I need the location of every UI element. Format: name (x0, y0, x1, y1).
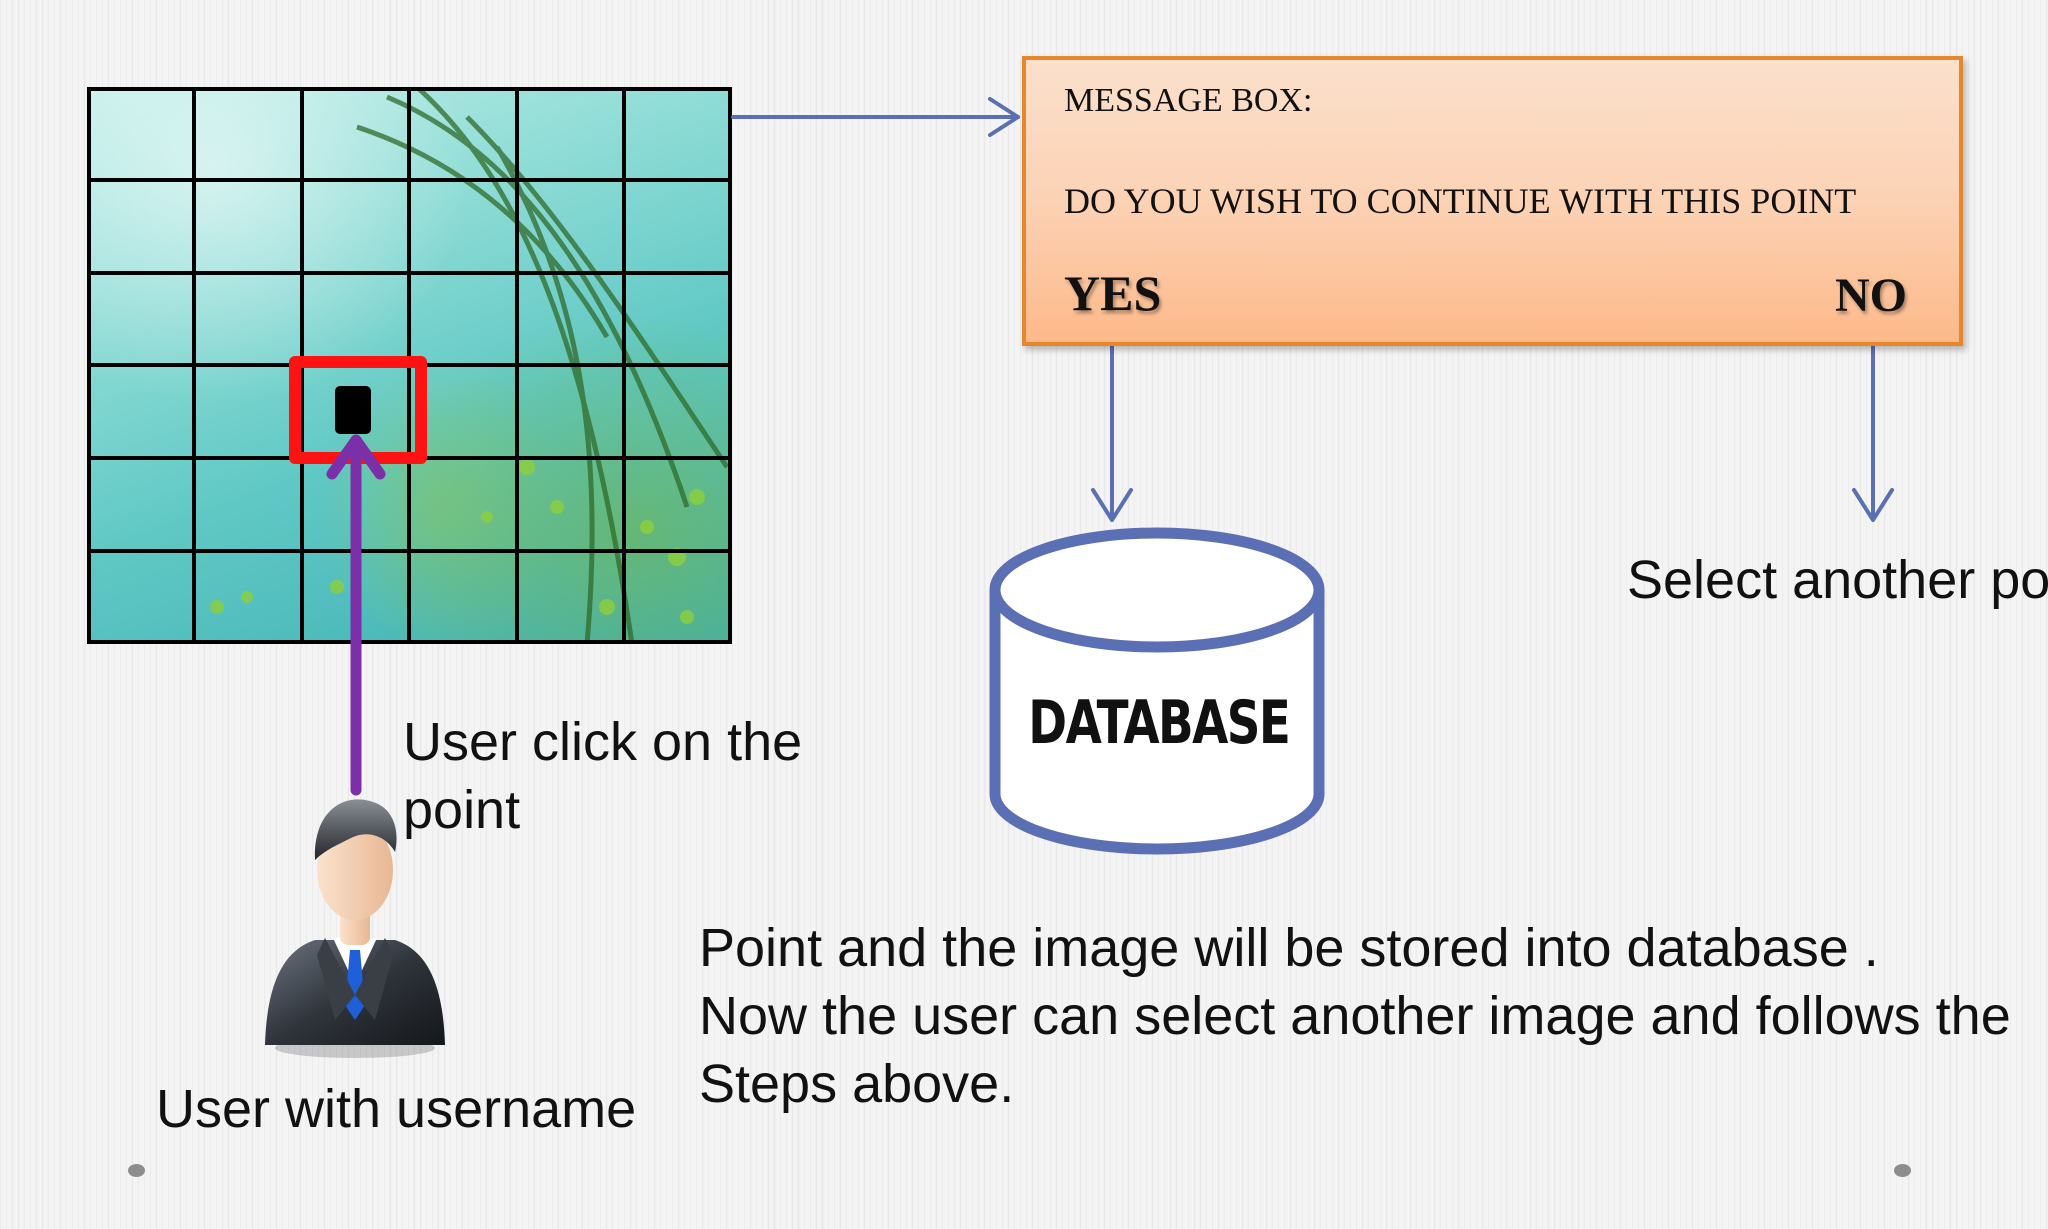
yes-button[interactable]: YES (1064, 265, 1162, 321)
click-caption: User click on the point (403, 708, 802, 844)
click-caption-line: User click on the (403, 712, 803, 772)
click-caption-line: point (403, 780, 521, 840)
summary-line: Now the user can select another image an… (699, 986, 2011, 1046)
yes-arrow-head (1091, 488, 1133, 522)
user-avatar-icon (265, 799, 445, 1058)
summary-line: Steps above. (699, 1054, 1015, 1114)
no-button[interactable]: NO (1835, 269, 1907, 322)
message-box: MESSAGE BOX: DO YOU WISH TO CONTINUE WIT… (1022, 56, 1963, 346)
click-arrow (326, 434, 386, 796)
database-label: DATABASE (1028, 688, 1291, 758)
select-another-point-caption: Select another point (1627, 550, 2048, 610)
message-box-question: DO YOU WISH TO CONTINUE WITH THIS POINT (1064, 181, 1857, 221)
message-box-title: MESSAGE BOX: (1064, 82, 1313, 119)
clicked-point-marker (335, 386, 371, 434)
user-caption: User with username (156, 1079, 637, 1139)
grid-image[interactable] (87, 87, 732, 644)
slide-bullet-dot (1894, 1164, 1911, 1177)
summary-text: Point and the image will be stored into … (699, 914, 2011, 1118)
database-cylinder (989, 527, 1325, 855)
no-arrow-head (1852, 488, 1894, 522)
slide-bullet-dot (128, 1164, 145, 1177)
arrow-to-message-box-head (988, 97, 1020, 137)
summary-line: Point and the image will be stored into … (699, 918, 1879, 978)
